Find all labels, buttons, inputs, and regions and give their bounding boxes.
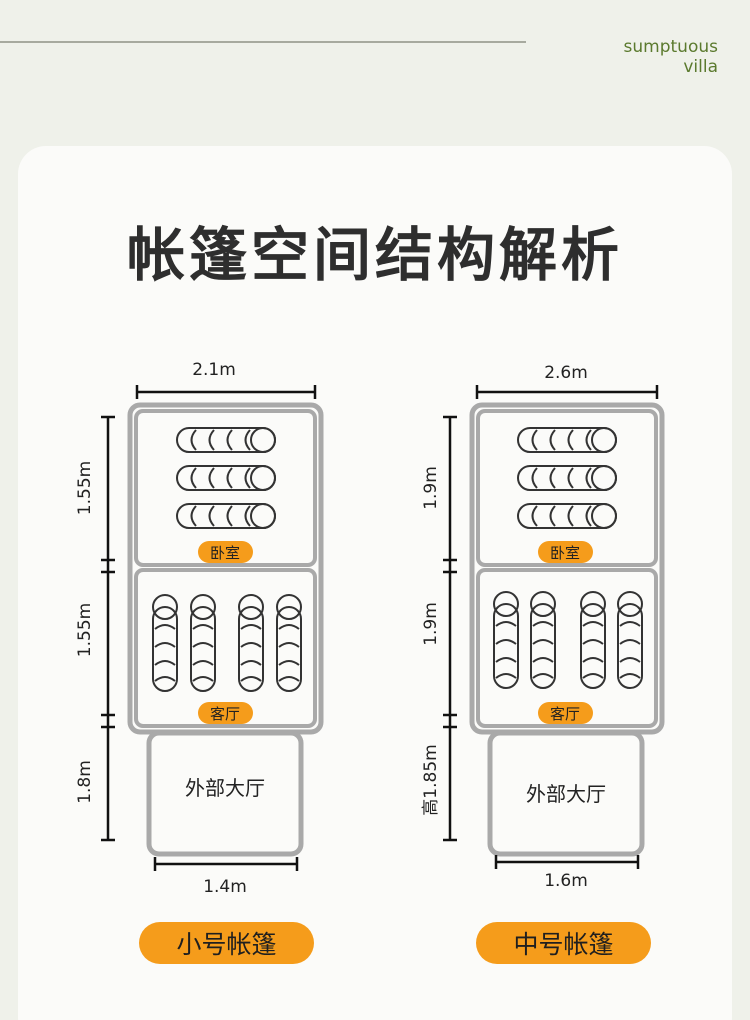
medium-bedroom-label: 卧室: [550, 544, 580, 562]
sleeping-bag-icon: [517, 465, 617, 491]
sleeping-bag-icon: [176, 465, 276, 491]
small-hall-label: 外部大厅: [185, 776, 265, 800]
small-bedroom: 卧室: [134, 409, 317, 567]
small-bedroom-depth-label: 1.55m: [75, 461, 95, 515]
sleeping-bag-icon: [517, 503, 617, 529]
small-top-width-label: 2.1m: [192, 360, 236, 380]
small-tent-plan: 2.1m 1.55m 1.55m 1.8m 卧室: [75, 360, 324, 897]
small-outer-hall: 外部大厅: [146, 730, 304, 857]
medium-hall-width-dimension: 1.6m: [494, 855, 640, 891]
small-hall-width-dimension: 1.4m: [153, 857, 299, 897]
medium-living-depth-label: 1.9m: [421, 602, 441, 646]
sleeping-bag-icon: [493, 591, 519, 689]
small-living-label: 客厅: [210, 705, 240, 723]
sleeping-bag-icon: [580, 591, 606, 689]
small-hall-width-label: 1.4m: [203, 877, 247, 897]
sleeping-bag-icon: [176, 503, 276, 529]
sleeping-bag-icon: [517, 427, 617, 453]
small-top-width-dimension: 2.1m: [135, 360, 317, 399]
medium-hall-width-label: 1.6m: [544, 871, 588, 891]
sleeping-bag-icon: [530, 591, 556, 689]
medium-depth-dimensions: 1.9m 1.9m 高1.85m: [421, 415, 457, 842]
sleeping-bag-icon: [276, 594, 302, 692]
header-divider: [0, 41, 526, 43]
medium-outer-hall: 外部大厅: [487, 730, 645, 857]
sleeping-bag-icon: [152, 594, 178, 692]
small-living-room: 客厅: [134, 568, 317, 728]
medium-top-width-label: 2.6m: [544, 363, 588, 383]
sleeping-bag-icon: [617, 591, 643, 689]
medium-tent-badge: 中号帐篷: [476, 922, 651, 964]
sleeping-bag-icon: [238, 594, 264, 692]
medium-living-label: 客厅: [550, 705, 580, 723]
brand-logo: sumptuous villa: [624, 37, 718, 77]
page-title: 帐篷空间结构解析: [126, 221, 623, 289]
medium-top-width-dimension: 2.6m: [475, 363, 659, 399]
small-hall-depth-label: 1.8m: [75, 760, 95, 804]
brand-line-2: villa: [683, 57, 718, 77]
medium-hall-depth-label: 高1.85m: [421, 744, 441, 815]
small-bedroom-label: 卧室: [210, 544, 240, 562]
small-depth-dimensions: 1.55m 1.55m 1.8m: [75, 415, 115, 842]
sleeping-bag-icon: [190, 594, 216, 692]
small-tent-badge: 小号帐篷: [139, 922, 314, 964]
medium-bedroom: 卧室: [476, 409, 658, 567]
brand-line-1: sumptuous: [623, 37, 718, 57]
small-living-depth-label: 1.55m: [75, 603, 95, 657]
medium-bedroom-depth-label: 1.9m: [421, 466, 441, 510]
medium-living-room: 客厅: [476, 568, 658, 728]
medium-tent-plan: 2.6m 1.9m 1.9m 高1.85m 卧室: [421, 363, 665, 891]
sleeping-bag-icon: [176, 427, 276, 453]
medium-hall-label: 外部大厅: [526, 782, 606, 806]
